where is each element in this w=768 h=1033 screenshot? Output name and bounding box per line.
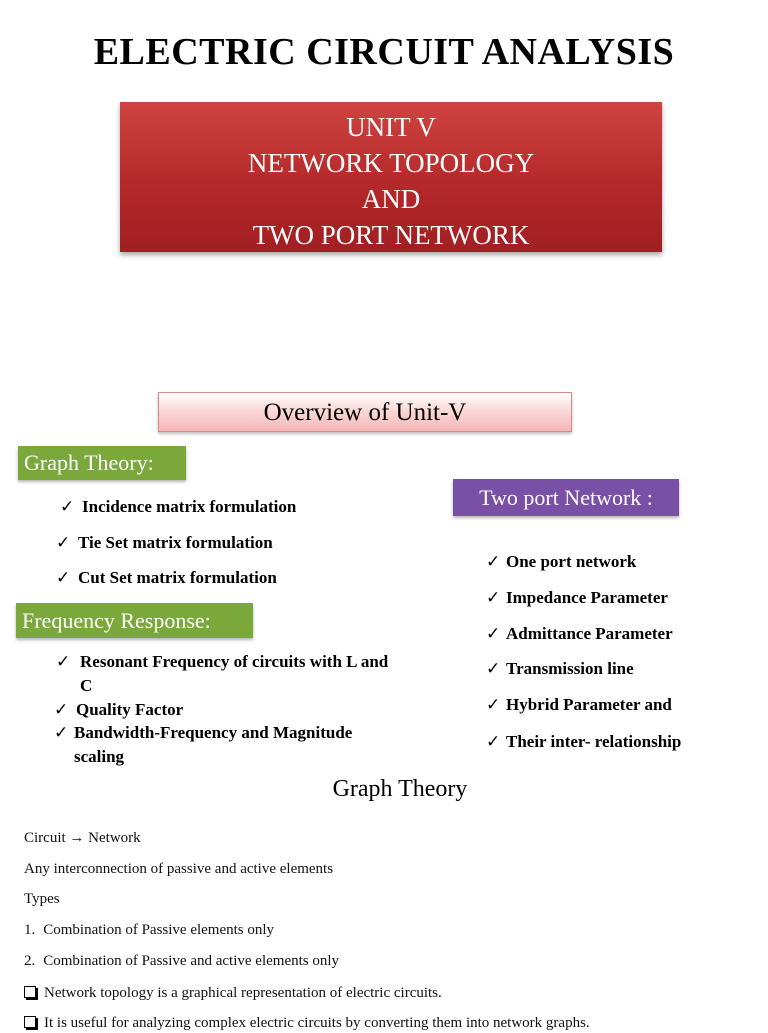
item-number: 2. xyxy=(24,953,36,969)
item-label: Network topology is a graphical represen… xyxy=(44,985,442,1001)
item-label: Bandwidth-Frequency and Magnitude scalin… xyxy=(74,723,353,766)
graph-theory-item: ✓ Tie Set matrix formulation xyxy=(56,531,273,555)
item-label: Incidence matrix formulation xyxy=(82,497,297,516)
numbered-item: 2. Combination of Passive and active elem… xyxy=(24,951,339,971)
two-port-item: ✓ Their inter- relationship xyxy=(486,730,681,754)
numbered-item: 1. Combination of Passive elements only xyxy=(24,920,274,940)
check-icon: ✓ xyxy=(486,695,501,714)
check-icon: ✓ xyxy=(56,568,71,587)
frequency-response-item: ✓ Quality Factor xyxy=(54,698,183,722)
unit-line: NETWORK TOPOLOGY xyxy=(247,148,535,178)
graph-theory-item: ✓ Incidence matrix formulation xyxy=(60,495,296,519)
item-label: It is useful for analyzing complex elect… xyxy=(44,1015,590,1031)
unit-line: UNIT V xyxy=(346,112,436,142)
item-label: Combination of Passive elements only xyxy=(43,922,275,938)
item-label: Cut Set matrix formulation xyxy=(78,568,277,587)
section-title: Graph Theory xyxy=(332,776,468,802)
overview-heading: Overview of Unit-V xyxy=(158,392,572,432)
check-icon: ✓ xyxy=(56,652,71,671)
frequency-response-item: ✓ Bandwidth-Frequency and Magnitude scali… xyxy=(54,721,394,769)
document-title: ELECTRIC CIRCUIT ANALYSIS xyxy=(93,31,675,73)
body-text: Types xyxy=(24,891,60,907)
item-label: Their inter- relationship xyxy=(506,732,682,751)
unit-line: TWO PORT NETWORK xyxy=(252,220,530,250)
check-icon: ✓ xyxy=(486,552,501,571)
item-label: Combination of Passive and active elemen… xyxy=(43,953,340,969)
two-port-item: ✓ Hybrid Parameter and xyxy=(486,693,672,717)
two-port-network-header: Two port Network : xyxy=(453,479,679,516)
check-icon: ✓ xyxy=(486,659,501,678)
body-text: Any interconnection of passive and activ… xyxy=(24,861,334,877)
item-label: Hybrid Parameter and xyxy=(506,695,672,714)
check-icon: ✓ xyxy=(486,624,501,643)
item-label: Resonant Frequency of circuits with L an… xyxy=(80,652,389,695)
item-label: Impedance Parameter xyxy=(506,588,668,607)
item-number: 1. xyxy=(24,922,36,938)
check-icon: ✓ xyxy=(54,700,69,719)
unit-banner: UNIT V NETWORK TOPOLOGY AND TWO PORT NET… xyxy=(120,102,662,252)
check-icon: ✓ xyxy=(486,588,501,607)
unit-line: AND xyxy=(361,184,421,214)
graph-theory-header: Graph Theory: xyxy=(18,446,186,480)
check-icon: ✓ xyxy=(56,533,71,552)
item-label: Admittance Parameter xyxy=(506,624,673,643)
graph-theory-item: ✓ Cut Set matrix formulation xyxy=(56,566,277,590)
box-bullet-icon xyxy=(24,1016,36,1028)
box-bullet-icon xyxy=(24,986,36,998)
two-port-item: ✓ Impedance Parameter xyxy=(486,586,668,610)
item-label: Quality Factor xyxy=(76,700,184,719)
two-port-item: ✓ Transmission line xyxy=(486,657,634,681)
body-text: Circuit → Network xyxy=(24,830,141,846)
check-icon: ✓ xyxy=(60,497,75,516)
item-label: One port network xyxy=(506,552,637,571)
frequency-response-item: ✓ Resonant Frequency of circuits with L a… xyxy=(56,650,396,698)
two-port-item: ✓ One port network xyxy=(486,550,636,574)
bullet-item: Network topology is a graphical represen… xyxy=(24,983,442,1003)
check-icon: ✓ xyxy=(486,732,501,751)
check-icon: ✓ xyxy=(54,723,69,742)
frequency-response-header: Frequency Response: xyxy=(16,603,253,638)
item-label: Transmission line xyxy=(506,659,634,678)
two-port-item: ✓ Admittance Parameter xyxy=(486,622,673,646)
bullet-item: It is useful for analyzing complex elect… xyxy=(24,1013,590,1033)
item-label: Tie Set matrix formulation xyxy=(78,533,273,552)
